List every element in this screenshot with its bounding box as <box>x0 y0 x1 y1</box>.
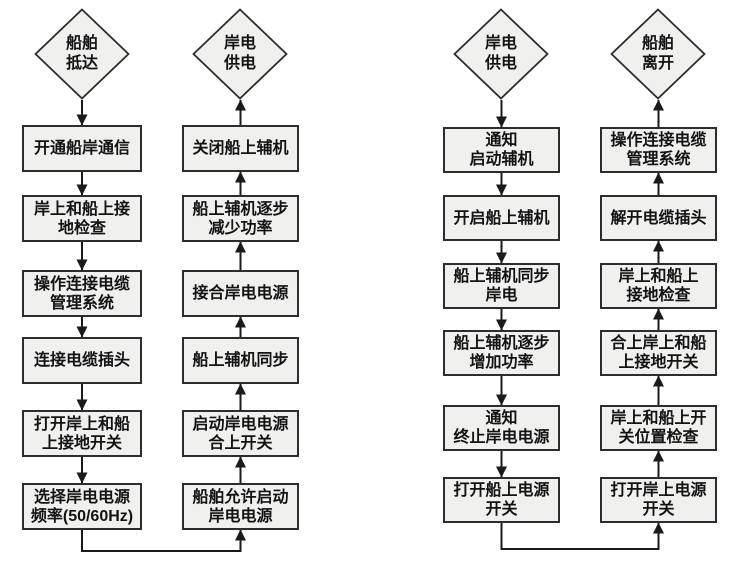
diamond-shape <box>34 8 130 100</box>
terminal-label: 岸电 供电 <box>223 35 256 72</box>
terminal-shore-power-supply: 岸电 供电 <box>453 8 549 100</box>
flow-step-label: 船上辅机逐步 减少功率 <box>192 200 289 237</box>
flow-step: 船上辅机逐步 增加功率 <box>443 330 560 376</box>
flow-step: 关闭船上辅机 <box>182 125 299 172</box>
flow-step: 操作连接电缆 管理系统 <box>22 270 142 317</box>
flow-step-label: 船上辅机逐步 增加功率 <box>453 335 550 371</box>
flow-step-label: 开启船上辅机 <box>453 209 550 227</box>
flow-step-label: 船上辅机同步 <box>192 352 289 369</box>
diamond-shape <box>453 8 549 100</box>
flow-step: 接合岸电电源 <box>182 270 299 317</box>
flow-step-label: 合上岸上和船 上接地开关 <box>610 335 707 371</box>
flow-step: 启动岸电电源 合上开关 <box>182 410 299 457</box>
flow-step: 打开岸上和船 上接地开关 <box>22 410 142 457</box>
flow-step: 通知 终止岸电电源 <box>443 405 560 451</box>
flow-step-label: 操作连接电缆 管理系统 <box>610 132 707 168</box>
terminal-ship-departure: 船舶 离开 <box>610 8 706 100</box>
terminal-label: 船舶 离开 <box>641 35 674 72</box>
flow-step: 船上辅机同步 <box>182 337 299 384</box>
flow-step-label: 打开岸上和船 上接地开关 <box>33 415 130 452</box>
flow-step-label: 船舶允许启动 岸电电源 <box>192 488 289 525</box>
flow-step: 岸上和船上开 关位置检查 <box>600 405 717 451</box>
elbow-connector <box>500 522 664 550</box>
flow-step: 开通船岸通信 <box>22 125 142 172</box>
flow-step-label: 通知 终止岸电电源 <box>453 410 550 446</box>
terminal-label: 船舶 抵达 <box>65 35 98 72</box>
flow-step: 开启船上辅机 <box>443 195 560 241</box>
flow-step-label: 连接电缆插头 <box>33 352 130 369</box>
flow-step: 通知 启动辅机 <box>443 127 560 173</box>
flow-step-label: 操作连接电缆 管理系统 <box>33 275 130 312</box>
flow-step: 打开岸上电源 开关 <box>600 477 717 523</box>
flow-step: 船上辅机同步 岸电 <box>443 263 560 309</box>
terminal-shore-power-on: 岸电 供电 <box>192 8 288 100</box>
flow-step: 岸上和船上接 地检查 <box>22 195 142 242</box>
flow-step-label: 开通船岸通信 <box>33 140 130 157</box>
terminal-label: 岸电 供电 <box>484 35 517 72</box>
flow-step-label: 岸上和船上开 关位置检查 <box>610 410 707 446</box>
flow-step: 打开船上电源 开关 <box>443 477 560 523</box>
diamond-shape <box>610 8 706 100</box>
flow-step-label: 打开船上电源 开关 <box>453 482 550 518</box>
flow-step: 解开电缆插头 <box>600 195 717 241</box>
flow-step-label: 岸上和船上 接地检查 <box>618 268 699 304</box>
flow-step: 操作连接电缆 管理系统 <box>600 127 717 173</box>
flow-step-label: 选择岸电电源 频率(50/60Hz) <box>30 488 134 525</box>
flow-step: 合上岸上和船 上接地开关 <box>600 330 717 376</box>
flow-step-label: 通知 启动辅机 <box>469 132 534 168</box>
flow-step-label: 启动岸电电源 合上开关 <box>192 415 289 452</box>
flow-step-label: 接合岸电电源 <box>192 285 289 302</box>
elbow-connector <box>81 529 246 552</box>
flow-step-label: 岸上和船上接 地检查 <box>33 200 130 237</box>
flow-step-label: 船上辅机同步 岸电 <box>453 268 550 304</box>
diamond-shape <box>192 8 288 100</box>
flow-step-label: 关闭船上辅机 <box>192 140 289 157</box>
terminal-ship-arrival: 船舶 抵达 <box>34 8 130 100</box>
flow-step-label: 解开电缆插头 <box>610 209 707 227</box>
flow-step: 连接电缆插头 <box>22 337 142 384</box>
flow-step-label: 打开岸上电源 开关 <box>610 482 707 518</box>
flow-step: 选择岸电电源 频率(50/60Hz) <box>22 483 142 530</box>
flow-step: 船上辅机逐步 减少功率 <box>182 195 299 242</box>
flow-step: 船舶允许启动 岸电电源 <box>182 483 299 530</box>
flow-step: 岸上和船上 接地检查 <box>600 263 717 309</box>
